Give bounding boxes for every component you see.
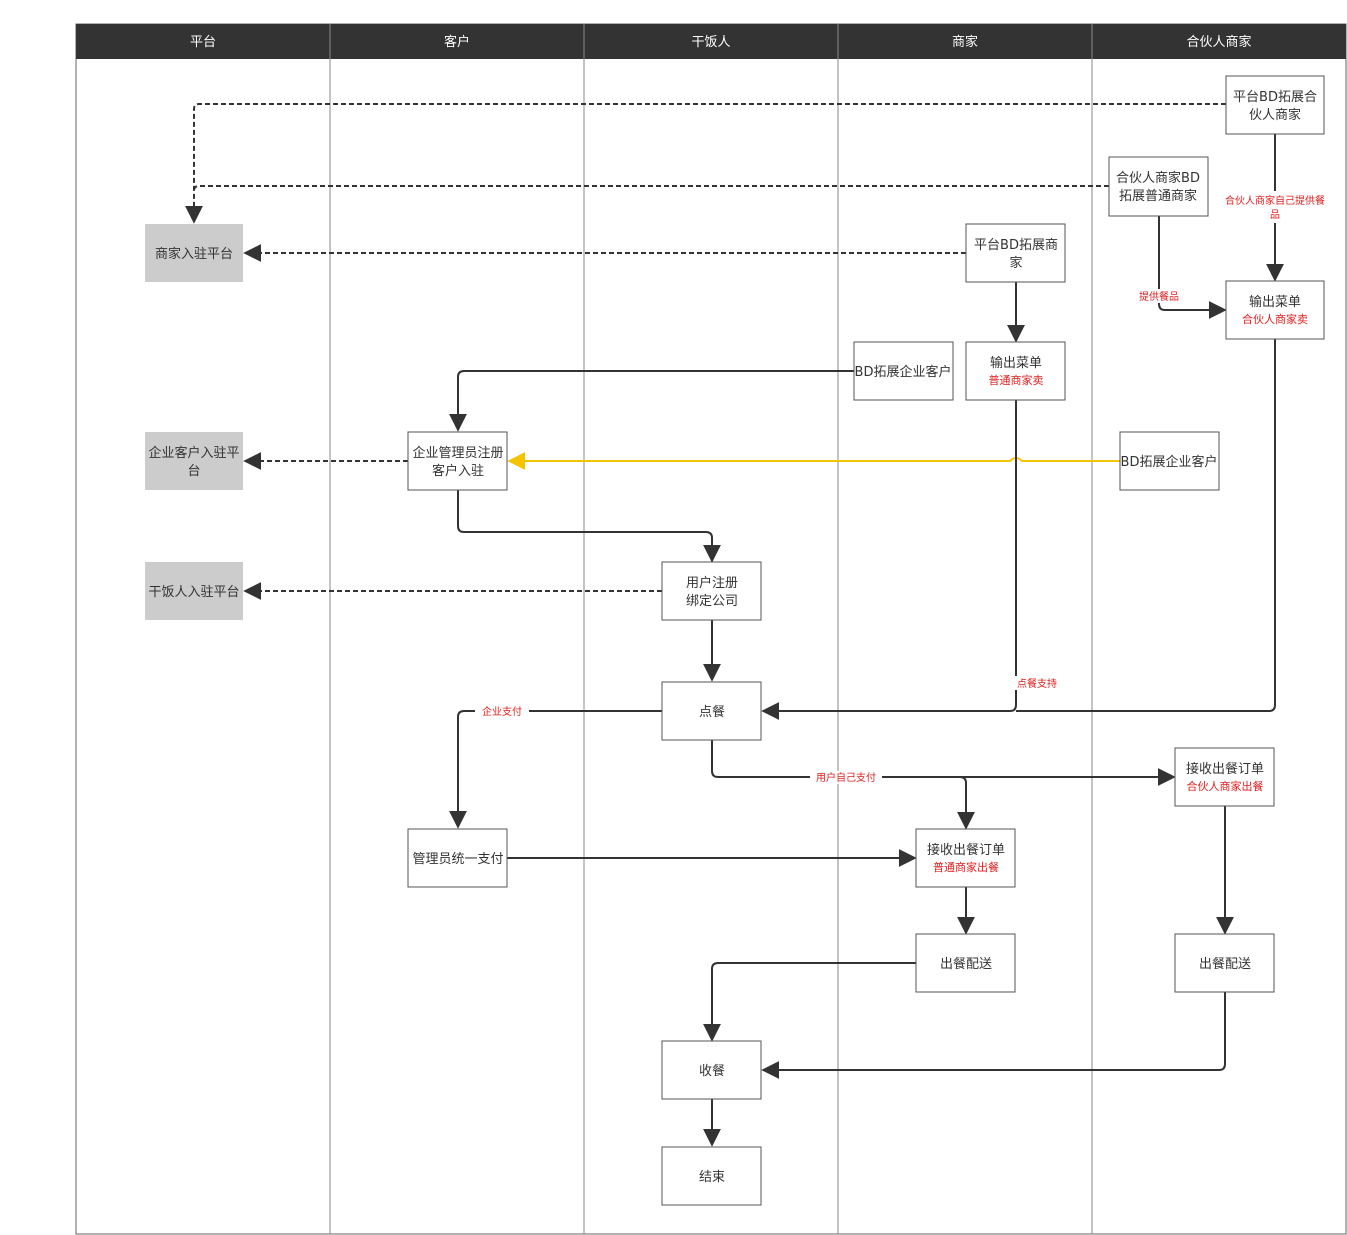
edge-label-partner-self-supply-1: 合伙人商家自己提供餐	[1225, 194, 1325, 207]
node-partner-deliver[interactable]: 出餐配送	[1174, 933, 1275, 993]
edge-admin-register-to-user-register	[457, 490, 721, 563]
node-bd-enterprise-merchant-text: BD拓展企业客户	[855, 364, 952, 380]
node-partner-bd-platform[interactable]: 平台BD拓展合 伙人商家	[1225, 75, 1325, 135]
lane-title-platform: 平台	[190, 35, 216, 50]
edge-partner-deliver-to-receive-meal	[761, 992, 1226, 1079]
node-enterprise-join[interactable]: 企业客户入驻平 台	[145, 432, 243, 490]
node-normal-receive[interactable]: 接收出餐订单 普通商家出餐	[915, 828, 1016, 888]
node-order[interactable]: 点餐	[661, 681, 762, 741]
node-eater-join-text: 干饭人入驻平台	[148, 585, 239, 600]
node-order-text: 点餐	[699, 704, 725, 720]
edge-label-provide-food: 提供餐品	[1139, 290, 1179, 303]
edge-label-enterprise-pay: 企业支付	[482, 705, 522, 718]
node-normal-receive-text: 接收出餐订单	[927, 842, 1005, 858]
node-platform-bd-merchant-line2: 家	[1009, 255, 1022, 271]
node-normal-deliver-text: 出餐配送	[940, 956, 992, 972]
lane-header-bar	[76, 24, 1346, 59]
node-user-register-line1: 用户注册	[686, 575, 738, 591]
edge-normal-menu-to-order	[761, 400, 1017, 720]
node-partner-bd-platform-line2: 伙人商家	[1249, 107, 1301, 123]
node-merchant-join-text: 商家入驻平台	[155, 246, 233, 262]
lane-title-eater: 干饭人	[691, 35, 730, 50]
node-merchant-join[interactable]: 商家入驻平台	[145, 224, 243, 282]
edge-labels: 合伙人商家自己提供餐 品 提供餐品 点餐支持 企业支付 用户自己支付	[475, 191, 1328, 784]
node-user-register-line2: 绑定公司	[686, 594, 738, 609]
node-normal-menu-sub: 普通商家卖	[989, 373, 1044, 387]
edge-order-to-partner-receive	[711, 740, 1176, 786]
node-partner-deliver-text: 出餐配送	[1199, 956, 1251, 972]
edge-order-to-admin-pay	[449, 710, 662, 829]
node-admin-register-line2: 客户入驻	[432, 463, 484, 479]
node-platform-bd-merchant-line1: 平台BD拓展商	[974, 238, 1058, 253]
lane-title-merchant: 商家	[952, 34, 978, 50]
node-partner-bd-normal-line2: 拓展普通商家	[1119, 188, 1197, 204]
node-partner-receive-text: 接收出餐订单	[1186, 761, 1264, 777]
edge-partnerbd-to-merchant-join	[185, 103, 1226, 224]
node-admin-register-line1: 企业管理员注册	[412, 445, 503, 461]
node-admin-register[interactable]: 企业管理员注册 客户入驻	[407, 431, 508, 491]
node-partner-bd-normal-line1: 合伙人商家BD	[1116, 170, 1200, 186]
node-receive-meal[interactable]: 收餐	[661, 1040, 762, 1100]
edge-label-partner-self-supply-2: 品	[1270, 209, 1280, 221]
edge-order-to-normal-receive	[900, 776, 975, 830]
edge-partner-menu-to-order	[1016, 339, 1276, 712]
nodes: 平台BD拓展合 伙人商家 合伙人商家BD 拓展普通商家 商家入驻平台 平台BD拓…	[145, 75, 1325, 1206]
edge-label-order-support: 点餐支持	[1017, 677, 1057, 690]
node-partner-menu-text: 输出菜单	[1249, 294, 1301, 310]
node-enterprise-join-line2: 台	[187, 464, 200, 479]
node-enterprise-join-line1: 企业客户入驻平	[148, 445, 239, 461]
edge-provide-food	[1158, 216, 1227, 319]
lane-title-partner: 合伙人商家	[1186, 34, 1251, 50]
edge-bd-enterprise-to-admin-register	[449, 370, 854, 432]
node-partner-menu-sub: 合伙人商家卖	[1242, 312, 1308, 326]
node-partner-receive-sub: 合伙人商家出餐	[1187, 779, 1264, 793]
node-user-register[interactable]: 用户注册 绑定公司	[661, 561, 762, 621]
lane-title-customer: 客户	[444, 34, 470, 50]
node-partner-receive[interactable]: 接收出餐订单 合伙人商家出餐	[1174, 747, 1275, 807]
edge-label-user-self-pay: 用户自己支付	[816, 771, 876, 784]
edges	[185, 103, 1284, 1147]
node-receive-meal-text: 收餐	[699, 1063, 725, 1079]
node-bd-enterprise-partner-text: BD拓展企业客户	[1121, 454, 1218, 470]
node-admin-pay[interactable]: 管理员统一支付	[407, 828, 508, 888]
node-eater-join[interactable]: 干饭人入驻平台	[145, 562, 243, 620]
node-partner-bd-platform-line1: 平台BD拓展合	[1233, 90, 1317, 105]
node-normal-deliver[interactable]: 出餐配送	[915, 933, 1016, 993]
node-end[interactable]: 结束	[661, 1146, 762, 1206]
node-partner-menu[interactable]: 输出菜单 合伙人商家卖	[1225, 280, 1325, 340]
node-normal-menu-text: 输出菜单	[990, 355, 1042, 371]
edge-normal-deliver-to-receive-meal	[703, 962, 916, 1042]
node-bd-enterprise-merchant[interactable]: BD拓展企业客户	[853, 341, 954, 401]
node-bd-enterprise-partner[interactable]: BD拓展企业客户	[1119, 431, 1220, 491]
node-normal-menu[interactable]: 输出菜单 普通商家卖	[965, 341, 1066, 401]
node-normal-receive-sub: 普通商家出餐	[933, 860, 999, 874]
edge-partnerbd-normal-to-merchant-join	[193, 185, 1109, 192]
node-end-text: 结束	[699, 1170, 725, 1185]
node-platform-bd-merchant[interactable]: 平台BD拓展商 家	[965, 223, 1066, 283]
node-admin-pay-text: 管理员统一支付	[412, 852, 503, 867]
node-partner-bd-normal[interactable]: 合伙人商家BD 拓展普通商家	[1108, 156, 1209, 217]
